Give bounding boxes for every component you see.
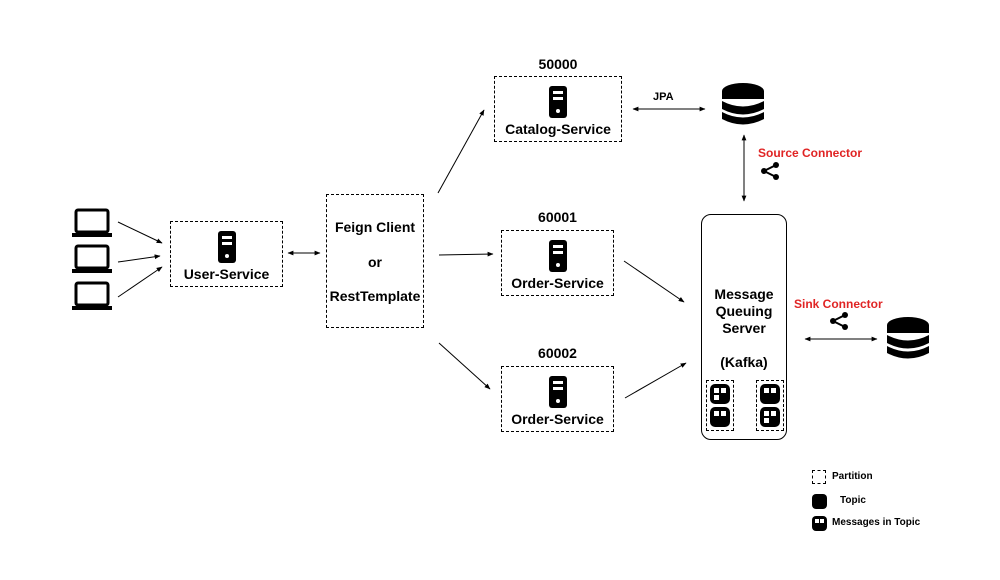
share-icon [761, 162, 779, 180]
jpa-label: JPA [653, 91, 674, 103]
share-icon [830, 312, 848, 330]
kafka-server-box: Message Queuing Server (Kafka) [701, 214, 787, 440]
kafka-line-server: Server [722, 320, 766, 336]
gateway-or-label: or [368, 254, 382, 270]
partition-left [706, 380, 734, 431]
topic-messages-icon [760, 384, 780, 404]
catalog-port: 50000 [538, 56, 578, 72]
client-laptop-1 [71, 208, 113, 243]
legend-partition-label: Partition [832, 471, 873, 482]
laptop-icon [72, 244, 112, 273]
client-laptop-3 [71, 281, 113, 316]
legend-topic-label: Topic [840, 495, 866, 506]
user-service-label: User-Service [183, 266, 270, 282]
laptop-icon [72, 208, 112, 237]
arrow-client2-user [117, 254, 161, 263]
arrow-order2-kafka [624, 362, 687, 399]
sink-database-icon [887, 317, 929, 359]
catalog-service-label: Catalog-Service [505, 121, 611, 137]
arrow-client1-user [117, 221, 163, 244]
arrow-order1-kafka [623, 260, 685, 303]
order-service-2-label: Order-Service [511, 411, 604, 427]
topic-messages-icon [710, 407, 730, 427]
order-service-1-label: Order-Service [511, 275, 604, 291]
sink-connector-label: Sink Connector [794, 297, 883, 311]
laptop-icon [72, 281, 112, 310]
server-icon [217, 231, 236, 263]
arrow-client3-user [117, 266, 163, 298]
order2-port: 60002 [538, 345, 577, 361]
gateway-box: Feign Client or RestTemplate [326, 194, 424, 328]
client-laptop-2 [71, 244, 113, 279]
kafka-line-kafka: (Kafka) [720, 354, 768, 370]
legend-messages-icon [812, 516, 827, 531]
user-service-box: User-Service [170, 221, 283, 287]
order1-port: 60001 [538, 209, 577, 225]
kafka-line-message: Message [714, 286, 774, 302]
arrow-gateway-order2 [438, 342, 491, 390]
catalog-database-icon [722, 83, 764, 125]
partition-right [756, 380, 784, 431]
catalog-service-box: Catalog-Service [494, 76, 622, 142]
order-service-2-box: Order-Service [501, 366, 614, 432]
arrow-gateway-catalog [437, 109, 485, 194]
server-icon [548, 240, 567, 272]
server-icon [548, 376, 567, 408]
server-icon [549, 86, 567, 118]
legend-topic-icon [812, 494, 827, 509]
topic-messages-icon [710, 384, 730, 404]
gateway-feign-label: Feign Client [334, 219, 416, 235]
kafka-line-queuing: Queuing [715, 303, 773, 319]
arrow-gateway-order1 [438, 251, 494, 257]
topic-messages-icon [760, 407, 780, 427]
legend-partition-swatch [812, 470, 826, 484]
order-service-1-box: Order-Service [501, 230, 614, 296]
source-connector-label: Source Connector [758, 146, 863, 160]
gateway-resttemplate-label: RestTemplate [329, 288, 421, 304]
legend-messages-label: Messages in Topic [832, 517, 921, 528]
